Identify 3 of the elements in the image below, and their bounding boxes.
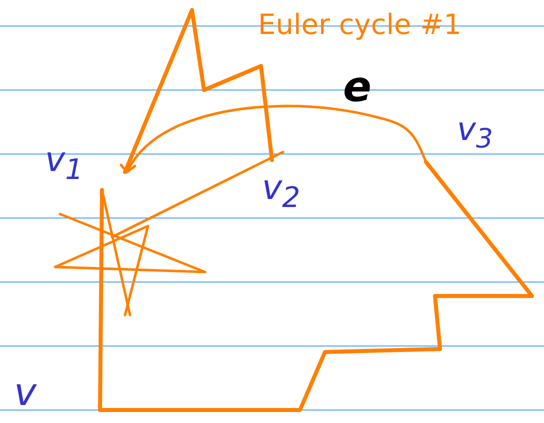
vertex-label: v [14, 370, 36, 414]
vertex-label: v$_{2}$ [262, 168, 300, 214]
vertex-label: v$_{3}$ [457, 110, 493, 154]
